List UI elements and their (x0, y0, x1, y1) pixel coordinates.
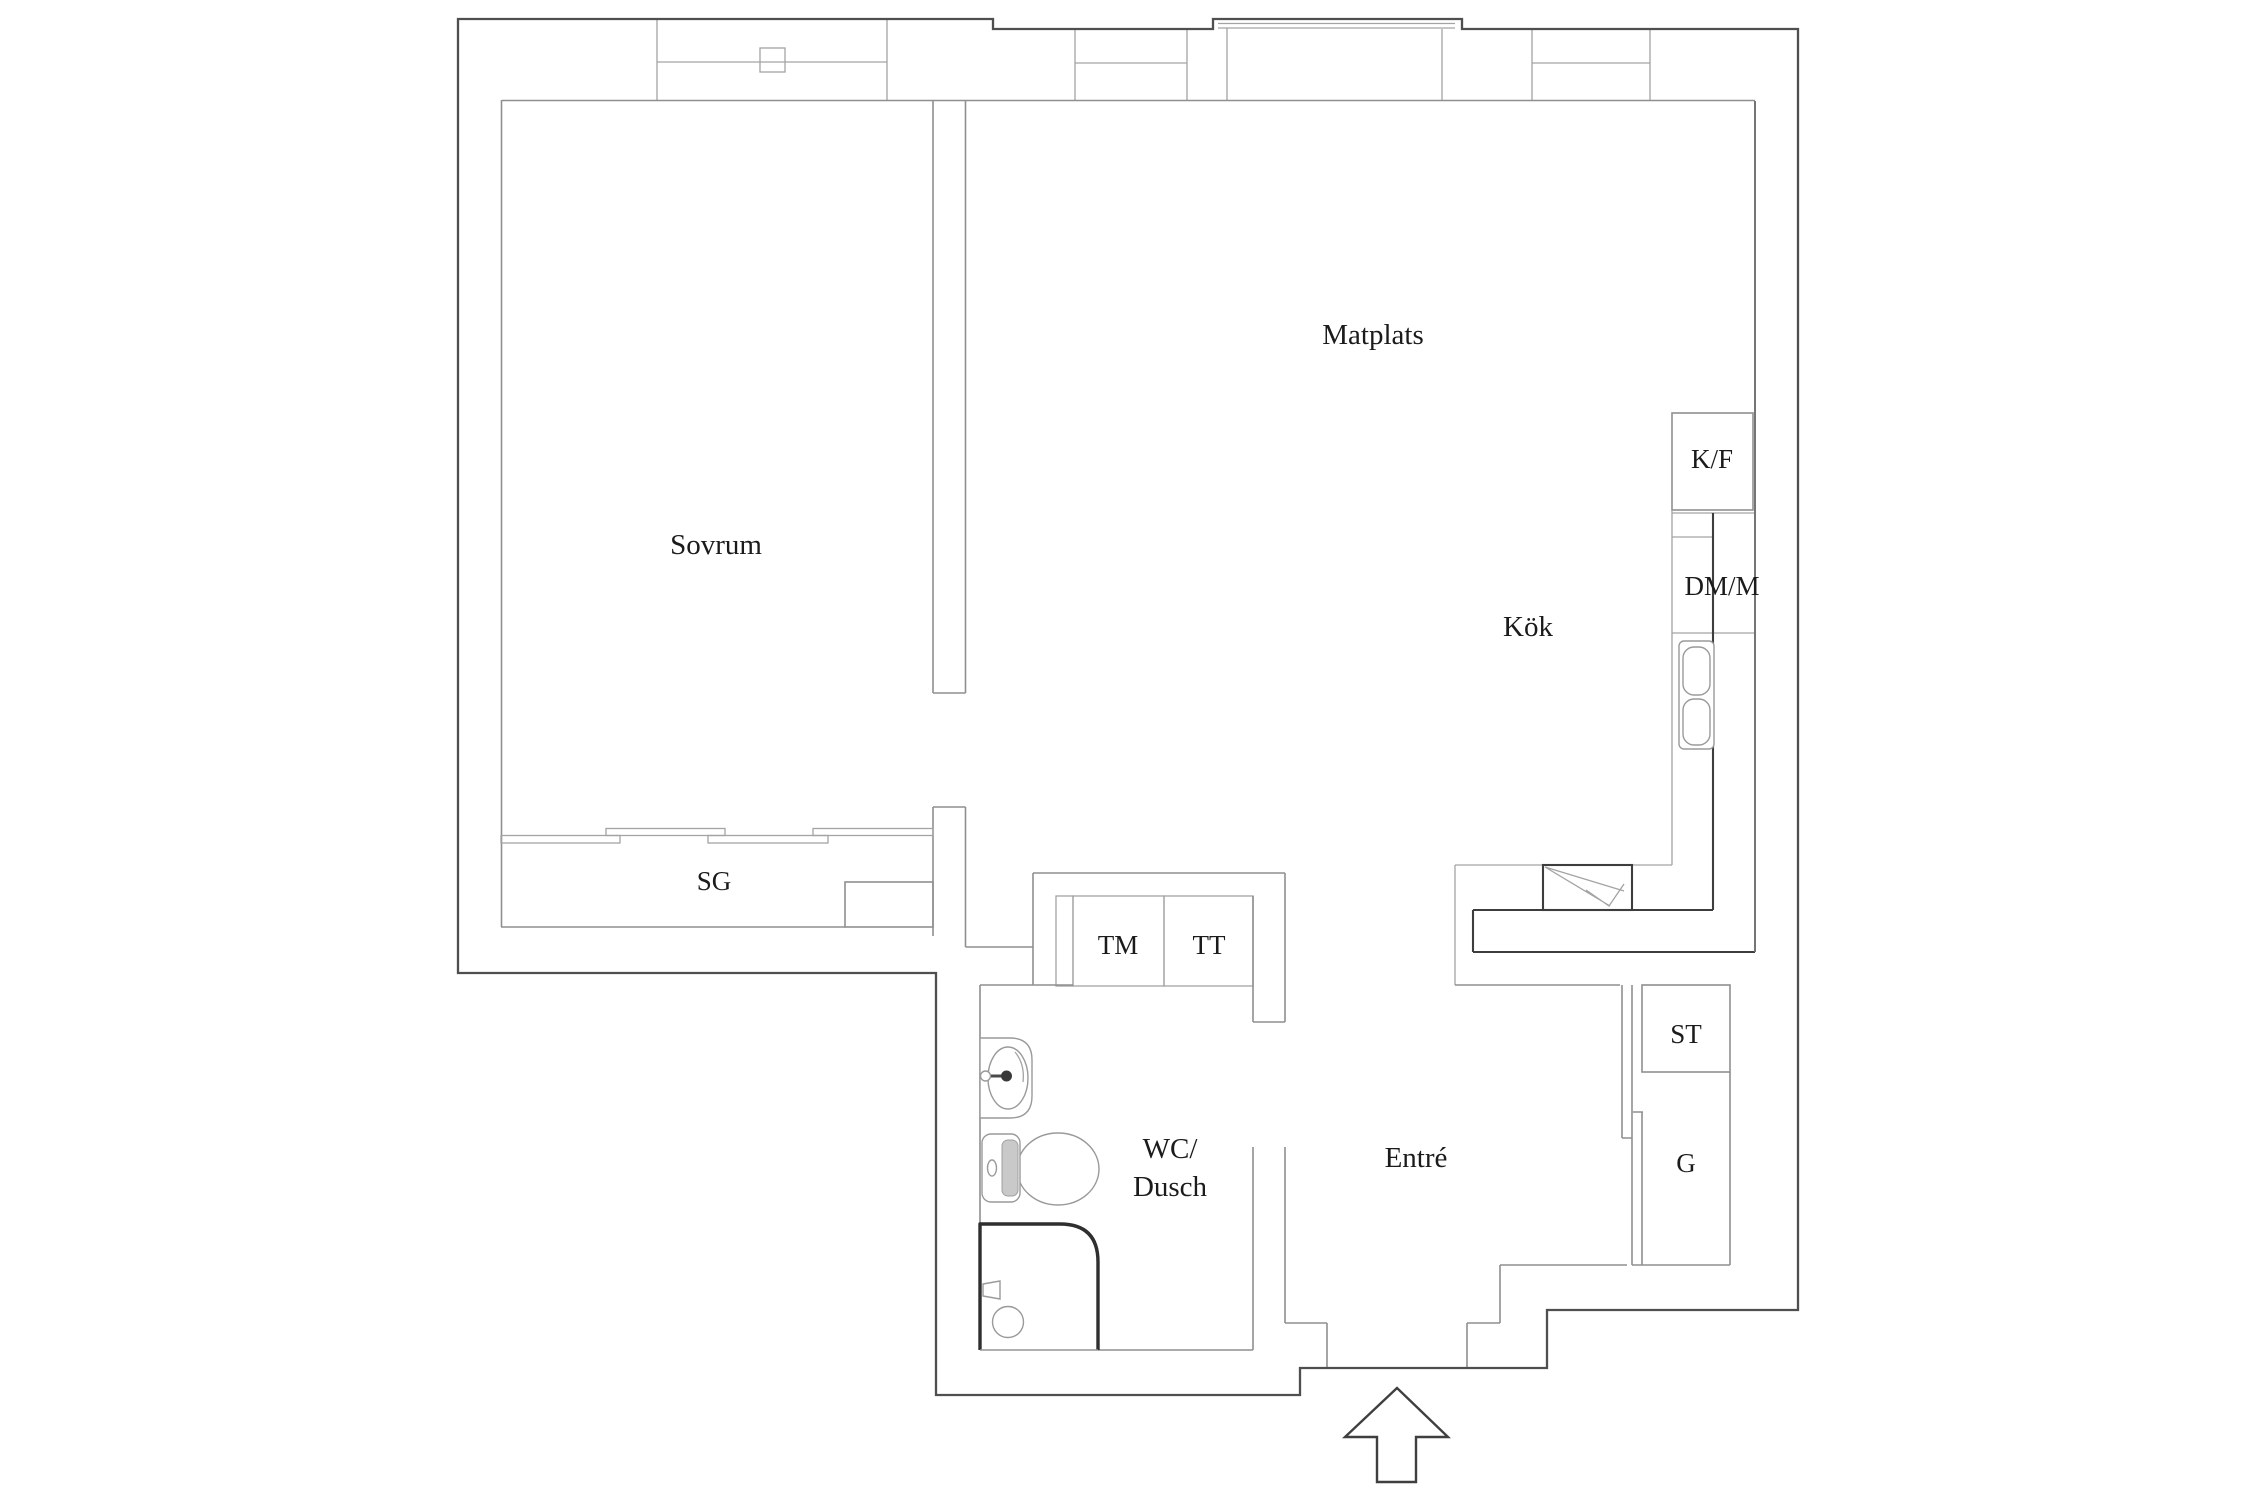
kitchen-wall-band (1471, 101, 1756, 954)
unit-label-g: G (1676, 1148, 1696, 1178)
entrance-arrow-icon (1341, 1386, 1451, 1484)
unit-label-kf: K/F (1691, 444, 1733, 474)
wc-room-walls (979, 984, 1627, 1368)
room-label-sovrum: Sovrum (670, 529, 762, 561)
corner-cabinet-icon (1541, 863, 1634, 912)
wall-stub-hall (932, 806, 1034, 985)
unit-label-dmm: DM/M (1684, 571, 1759, 601)
sliding-doors-icon (500, 827, 934, 844)
toilet-icon (981, 1132, 1100, 1206)
room-label-matplats: Matplats (1322, 319, 1424, 351)
outer-wall (456, 17, 1800, 1397)
window-bay-sovrum-icon (656, 19, 888, 100)
window-bay-small-icon (1074, 29, 1188, 100)
unit-label-st: ST (1670, 1019, 1702, 1049)
room-label-wc-line1: WC/ (1143, 1133, 1199, 1165)
washbasin-icon (979, 1037, 1033, 1119)
unit-label-tm: TM (1098, 930, 1139, 960)
shower-icon (978, 1222, 1100, 1351)
window-bay-matplats-icon (1441, 29, 1651, 100)
hall-closets (1455, 984, 1731, 1266)
room-label-entre: Entré (1385, 1142, 1448, 1174)
unit-label-sg: SG (697, 866, 732, 896)
laundry-niche (1033, 872, 1286, 1023)
room-label-wc-line2: Dusch (1133, 1171, 1208, 1203)
wall-sovrum-matplats (932, 101, 967, 694)
unit-label-tt: TT (1193, 930, 1226, 960)
room-label-kok: Kök (1503, 611, 1553, 643)
kitchen-sink-icon (1678, 640, 1715, 750)
sg-closet-outline (501, 881, 934, 928)
window-glazing-icon (1218, 22, 1455, 100)
